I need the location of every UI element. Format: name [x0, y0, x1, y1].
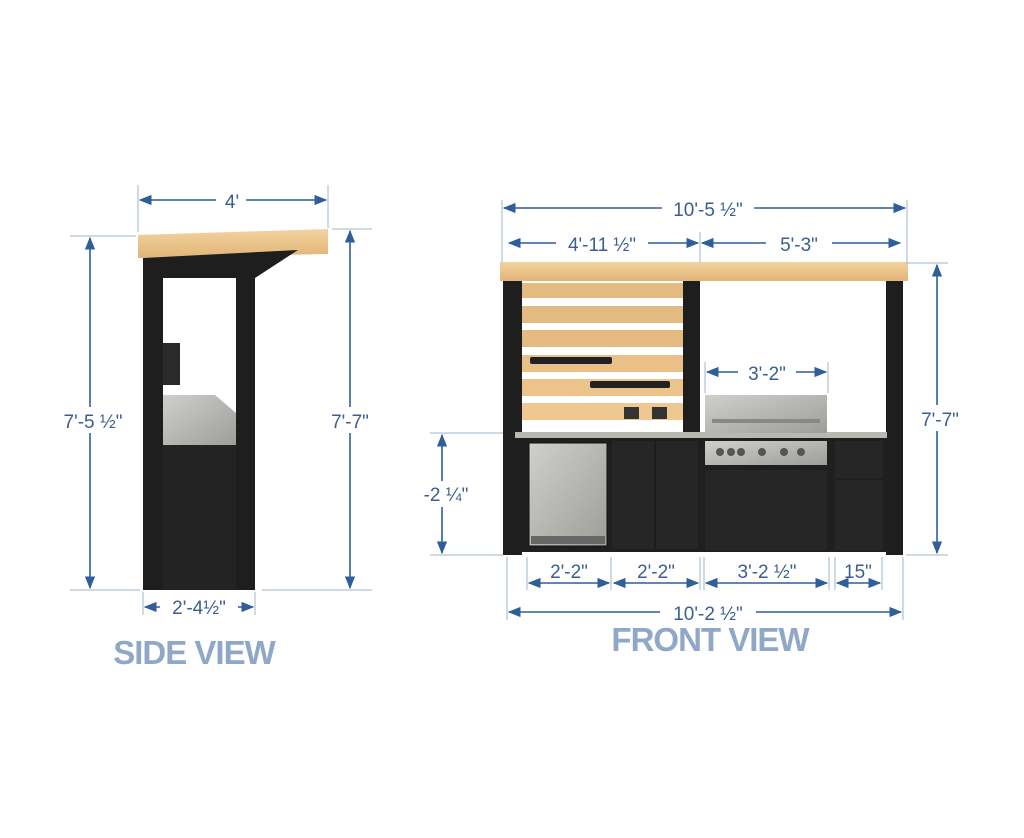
- side-dimensions: 4' 7'-5 ½" 7'-7" 2'-4½": [50, 185, 382, 619]
- wall-hook: [624, 407, 639, 419]
- front-post-right: [886, 281, 903, 555]
- front-height-label: 7'-7": [921, 410, 959, 431]
- counter-height-label: -2 ¼": [424, 485, 469, 506]
- beverage-fridge: [528, 442, 608, 547]
- cabinet-width-label: 15": [844, 562, 872, 583]
- side-left-height-label: 7'-5 ½": [64, 412, 123, 433]
- side-cabinet: [163, 445, 236, 590]
- side-grill: [163, 395, 236, 445]
- side-base-width-label: 2'-4½": [172, 598, 226, 619]
- front-dimensions: 10'-5 ½" 4'-11 ½" 5'-3" 3'-2" 7'-7" -2 ¼…: [420, 196, 970, 625]
- wall-shelf: [530, 357, 612, 364]
- side-structure: [138, 229, 328, 590]
- front-structure: [500, 262, 908, 555]
- grill-hood: [705, 395, 827, 433]
- roof-width-label: 10'-5 ½": [673, 200, 743, 221]
- grill-knobs: [716, 448, 805, 456]
- cabinet-width-label: 2'-2": [550, 562, 588, 583]
- right-section-label: 5'-3": [780, 235, 818, 256]
- grill-width-label: 3'-2": [748, 364, 786, 385]
- front-view-title: FRONT VIEW: [611, 621, 810, 658]
- side-view-title: SIDE VIEW: [113, 634, 276, 671]
- side-right-height-label: 7'-7": [331, 412, 369, 433]
- countertop: [515, 432, 887, 438]
- base-width-label: 10'-2 ½": [673, 604, 743, 625]
- grill-control-panel: [705, 441, 827, 465]
- side-roof-bracket: [143, 250, 298, 278]
- side-view: 4' 7'-5 ½" 7'-7" 2'-4½" SIDE VIEW: [50, 185, 382, 671]
- cabinet-dimensions: 2'-2" 2'-2" 3'-2 ½" 15": [526, 557, 883, 590]
- front-post-middle: [683, 281, 700, 433]
- front-roof: [500, 262, 908, 281]
- grill-cabinet: [705, 470, 827, 550]
- side-post-right: [236, 270, 255, 590]
- left-section-label: 4'-11 ½": [568, 235, 636, 256]
- slat-wall: [522, 283, 683, 432]
- front-view: 10'-5 ½" 4'-11 ½" 5'-3" 3'-2" 7'-7" -2 ¼…: [420, 196, 970, 658]
- drawer: [835, 441, 883, 478]
- cabinet-width-label: 3'-2 ½": [738, 562, 797, 583]
- wall-shelf: [590, 381, 670, 388]
- side-width-label: 4': [225, 192, 239, 213]
- cabinet-width-label: 2'-2": [637, 562, 675, 583]
- side-roof: [138, 229, 328, 258]
- wall-hook: [652, 407, 667, 419]
- fridge-vent: [531, 536, 605, 544]
- side-post-left: [143, 258, 163, 590]
- side-shelf-bracket: [163, 343, 180, 385]
- cabinet-door: [835, 480, 883, 550]
